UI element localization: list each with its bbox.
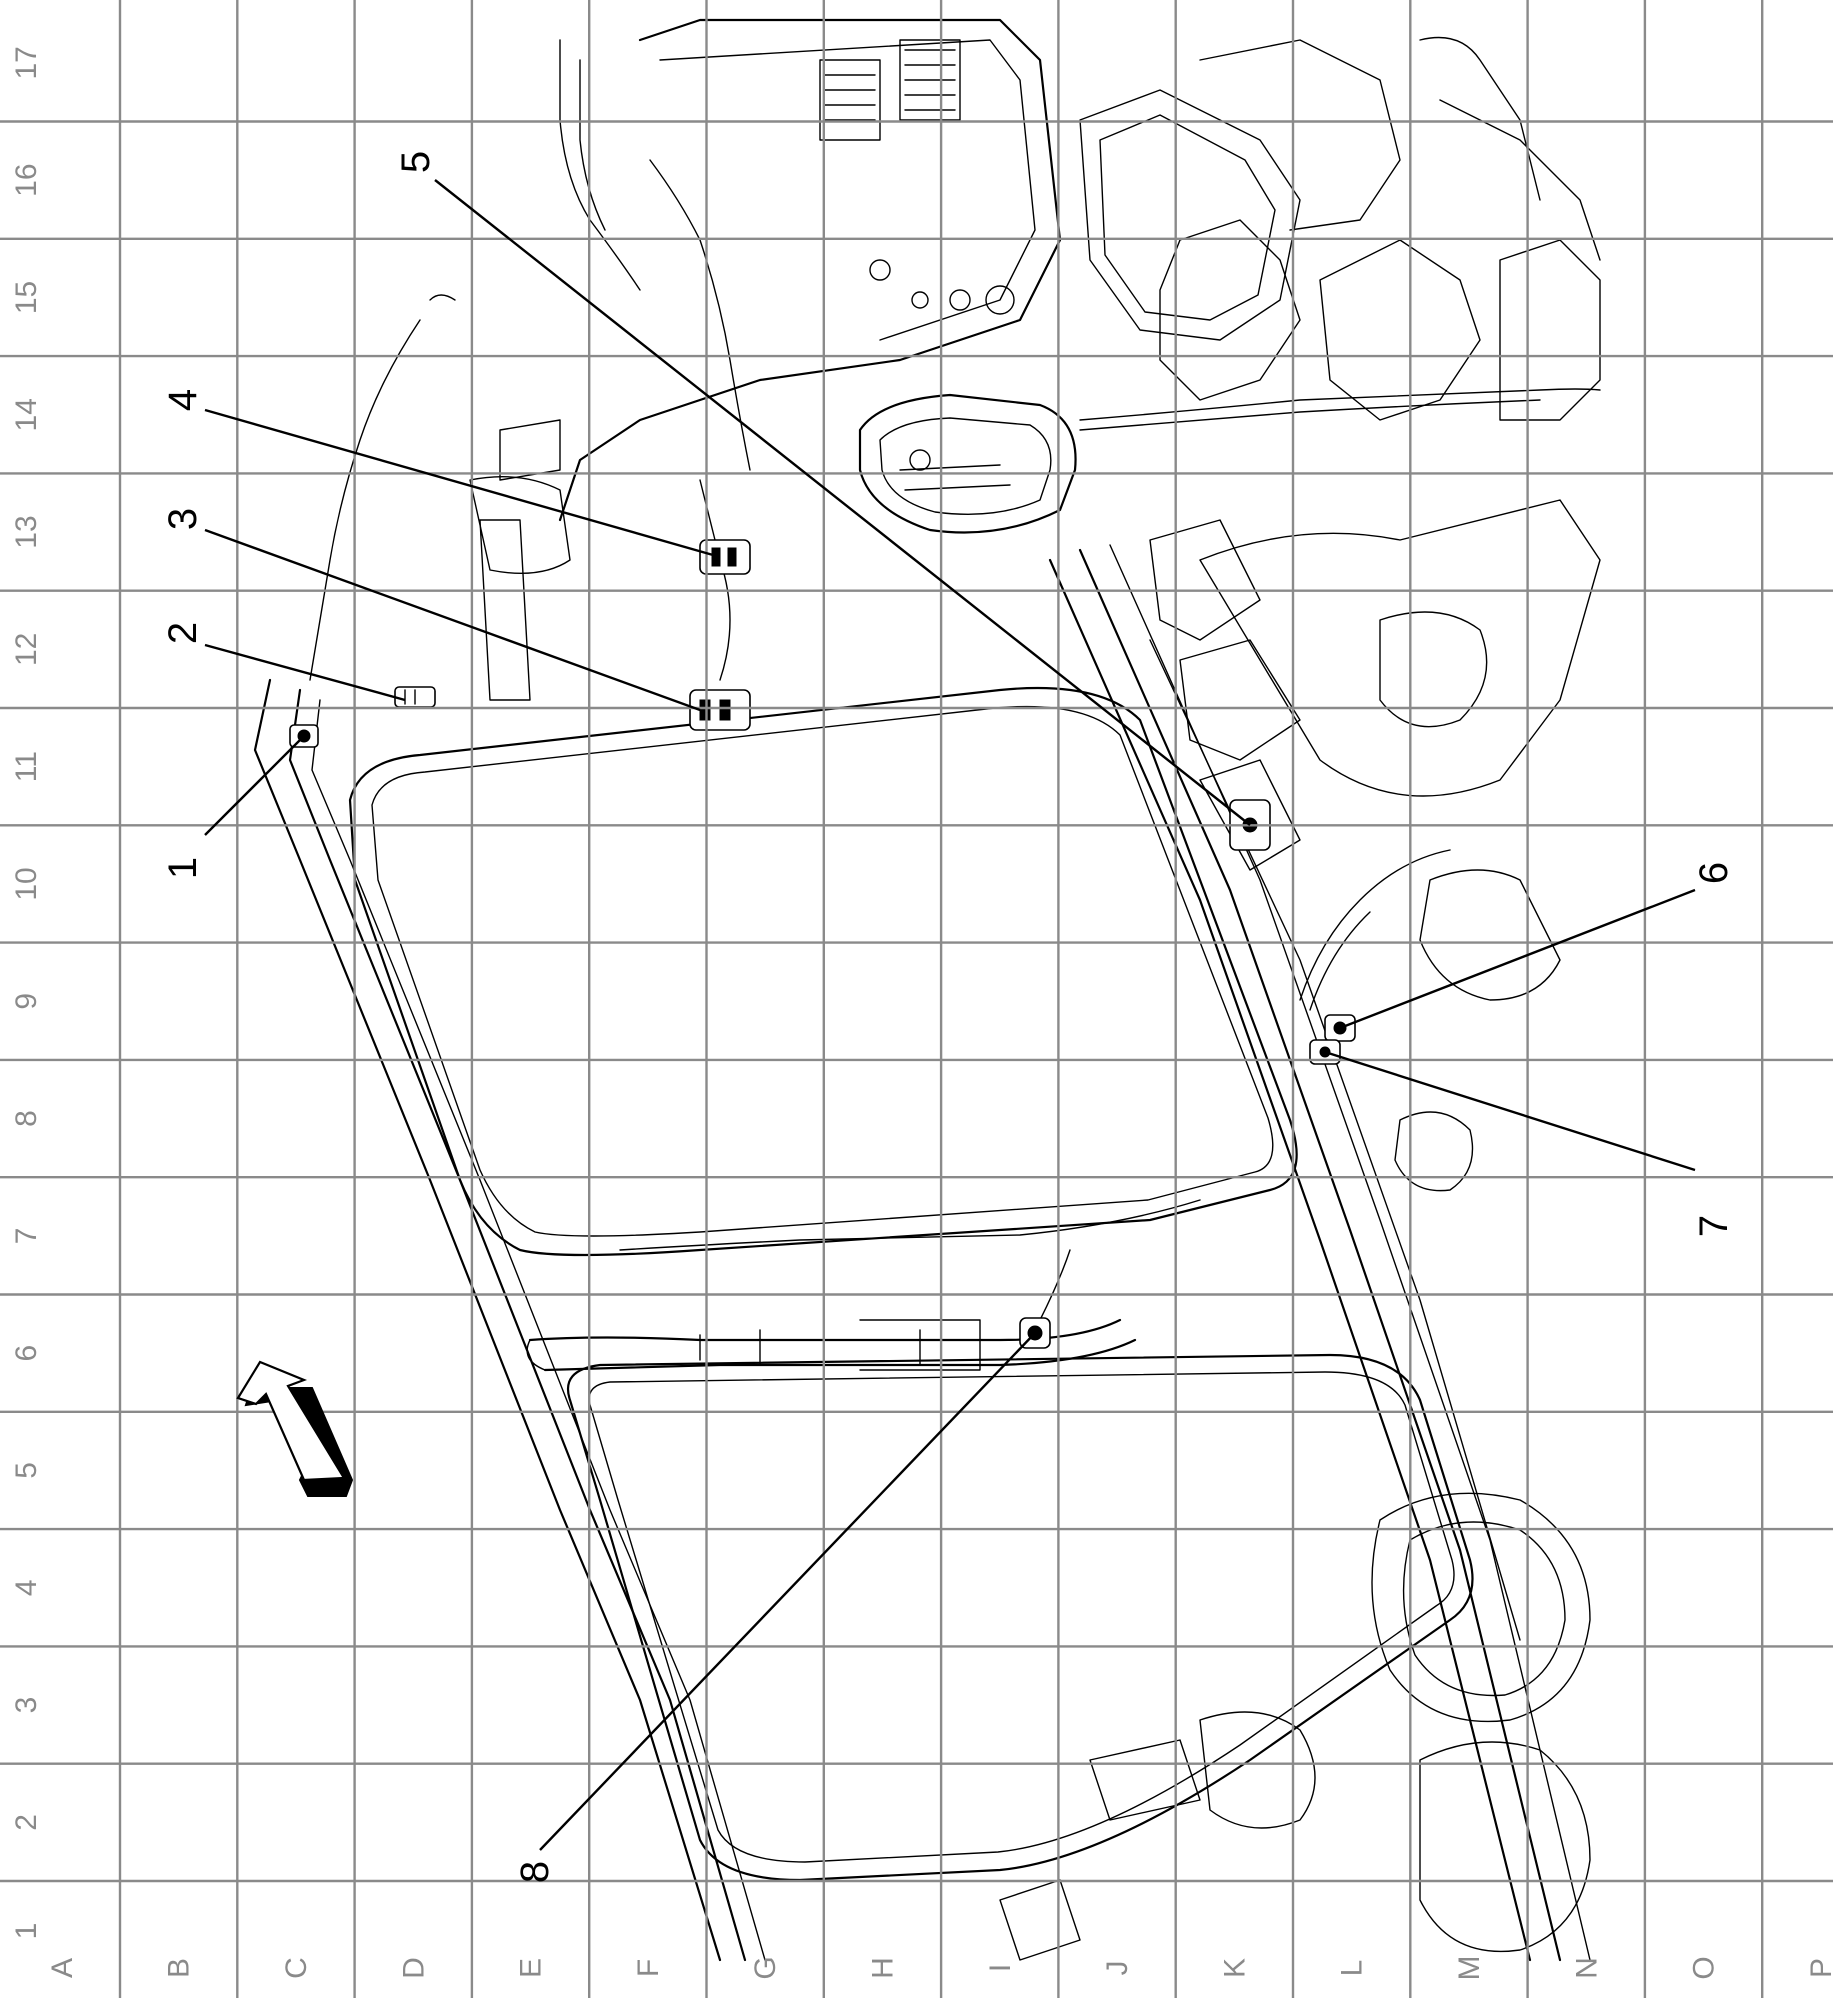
grid-column-label: C xyxy=(280,1957,313,1979)
grid-column-label: K xyxy=(1218,1958,1251,1978)
grid-column-label: E xyxy=(515,1958,548,1978)
grid-column-label: N xyxy=(1570,1957,1603,1979)
grid-row-label: 5 xyxy=(10,1462,43,1479)
callout-label-8: 8 xyxy=(513,1861,557,1883)
grid-row-label: 17 xyxy=(10,46,43,79)
grid-row-label: 13 xyxy=(10,515,43,548)
callout-label-1: 1 xyxy=(161,857,205,879)
grid-column-label: J xyxy=(1101,1961,1134,1976)
grid-row-label: 16 xyxy=(10,163,43,196)
grid-row-label: 8 xyxy=(10,1110,43,1127)
callout-leaders xyxy=(204,179,1696,1851)
callout-label-3: 3 xyxy=(161,508,205,530)
grid-row-label: 6 xyxy=(10,1345,43,1362)
grid-row-label: 14 xyxy=(10,398,43,431)
grid-row-label: 15 xyxy=(10,281,43,314)
callout-label-6: 6 xyxy=(1692,862,1736,884)
connector-2 xyxy=(394,686,436,708)
callout-label-2: 2 xyxy=(161,622,205,644)
vehicle-body-artwork xyxy=(253,18,1601,1962)
grid-row-label: 10 xyxy=(10,867,43,900)
callout-label-4: 4 xyxy=(161,389,205,411)
callout-labels: 1 2 3 4 5 6 7 8 xyxy=(161,151,1736,1883)
forward-direction-arrow-icon xyxy=(236,1360,354,1497)
grid-column-label: I xyxy=(984,1964,1017,1972)
grid-column-label: H xyxy=(866,1957,899,1979)
grid-column-label: D xyxy=(397,1957,430,1979)
grid-row-label: 2 xyxy=(10,1814,43,1831)
grid-column-label: L xyxy=(1336,1960,1369,1977)
grid-row-label: 11 xyxy=(10,751,43,782)
grid-column-label: A xyxy=(46,1958,79,1978)
callout-label-5: 5 xyxy=(394,151,438,173)
grid-row-label: 7 xyxy=(10,1228,43,1245)
grid-column-label: P xyxy=(1805,1958,1833,1978)
grid-column-label: O xyxy=(1688,1956,1721,1979)
grid-column-labels: A B C D E F G H I J K L M N O P xyxy=(46,1956,1833,1981)
grid-row-label: 9 xyxy=(10,993,43,1010)
grid-row-label: 4 xyxy=(10,1579,43,1596)
grid-row-label: 3 xyxy=(10,1697,43,1714)
grid-column-label: F xyxy=(632,1959,665,1977)
grid-row-label: 12 xyxy=(10,633,43,666)
grid-column-label: G xyxy=(749,1956,782,1979)
connector-3 xyxy=(689,689,751,731)
callout-label-7: 7 xyxy=(1692,1215,1736,1237)
grid-column-label: B xyxy=(163,1958,196,1978)
grid-column-label: M xyxy=(1453,1956,1486,1981)
grid-row-label: 1 xyxy=(10,1923,43,1940)
